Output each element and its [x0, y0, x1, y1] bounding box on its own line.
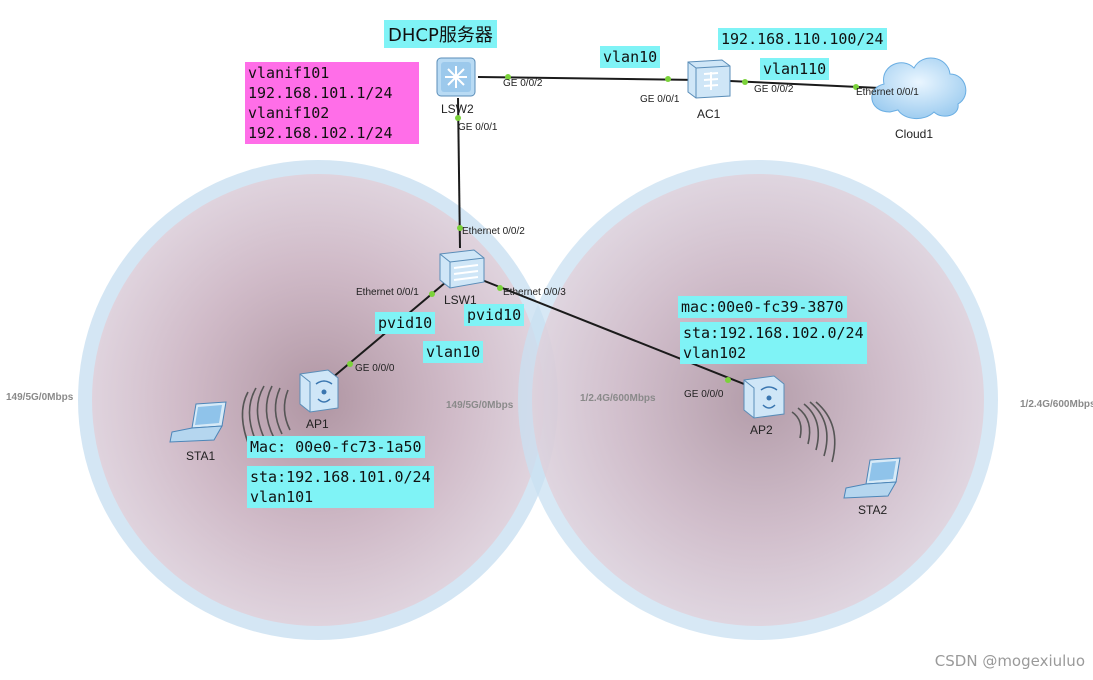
vlanif102-ip-text: 192.168.102.1/24 [248, 124, 393, 142]
sta1-label: STA1 [186, 449, 215, 463]
sta2-net-note: sta:192.168.102.0/24 vlan102 [680, 322, 867, 364]
port-dot [742, 79, 748, 85]
port-dot [429, 291, 435, 297]
sta2-label: STA2 [858, 503, 887, 517]
sta2-net-text: sta:192.168.102.0/24 [683, 324, 864, 342]
sta1-vlan-text: vlan101 [250, 488, 314, 506]
port-dot [505, 74, 511, 80]
ap2-mac-note: mac:00e0-fc39-3870 [678, 296, 847, 318]
coverage-label: 1/2.4G/600Mbps [580, 393, 656, 404]
port-label: Ethernet 0/0/1 [356, 287, 419, 298]
port-label: GE 0/0/2 [503, 78, 543, 89]
lsw1-label: LSW1 [444, 293, 477, 307]
port-label: GE 0/0/0 [355, 363, 395, 374]
ap1-mac-note: Mac: 00e0-fc73-1a50 [247, 436, 425, 458]
sta2-vlan-text: vlan102 [683, 344, 747, 362]
port-dot [725, 377, 731, 383]
vlanif-note: vlanif101 192.168.101.1/24 vlanif102 192… [245, 62, 419, 144]
ap2-wireless-waves-icon [791, 401, 836, 463]
port-label: Ethernet 0/0/3 [503, 287, 566, 298]
lsw2-switch-icon[interactable] [436, 57, 476, 97]
vlan110-note: vlan110 [760, 58, 830, 80]
port-dot [455, 115, 461, 121]
port-label: GE 0/0/2 [754, 84, 794, 95]
coverage-label: 1/2.4G/600Mbps [1020, 399, 1093, 410]
sta1-net-text: sta:192.168.101.0/24 [250, 468, 431, 486]
sta2-laptop-icon[interactable] [843, 457, 901, 499]
coverage-label: 149/5G/0Mbps [6, 392, 74, 403]
vlanif101-text: vlanif101 [248, 64, 330, 82]
port-label: Ethernet 0/0/1 [856, 87, 919, 98]
ac1-label: AC1 [697, 107, 721, 121]
sta1-net-note: sta:192.168.101.0/24 vlan101 [247, 466, 434, 508]
vlanif102-text: vlanif102 [248, 104, 330, 122]
pvid-right-note: pvid10 [464, 304, 525, 326]
port-dot [665, 76, 671, 82]
link-lsw1-ap2 [481, 279, 745, 385]
port-dot [853, 84, 859, 90]
dhcp-server-title: DHCP服务器 [384, 20, 497, 48]
ap2-access-point-icon[interactable] [743, 375, 785, 419]
ap1-label: AP1 [306, 417, 329, 431]
port-label: GE 0/0/1 [640, 94, 680, 105]
ap1-access-point-icon[interactable] [299, 369, 339, 413]
cloud1-label: Cloud1 [895, 127, 933, 141]
lsw2-label: LSW2 [441, 102, 474, 116]
port-dot [457, 225, 463, 231]
ac1-controller-icon[interactable] [687, 59, 731, 99]
port-label: GE 0/0/0 [684, 389, 724, 400]
coverage-label: 149/5G/0Mbps [446, 400, 514, 411]
vlan10-lower-note: vlan10 [423, 341, 484, 363]
cloud1-icon[interactable] [871, 57, 967, 119]
pvid-left-note: pvid10 [375, 312, 436, 334]
link-lsw2-lsw1 [457, 97, 461, 249]
port-label: Ethernet 0/0/2 [462, 226, 525, 237]
vlan10-note: vlan10 [600, 46, 661, 68]
sta1-laptop-icon[interactable] [169, 401, 227, 443]
port-label: GE 0/0/1 [458, 122, 498, 133]
link-lsw2-ac1 [477, 76, 701, 81]
port-dot [497, 285, 503, 291]
port-dot [347, 361, 353, 367]
lsw1-switch-icon[interactable] [439, 249, 485, 289]
vlanif101-ip-text: 192.168.101.1/24 [248, 84, 393, 102]
ap2-label: AP2 [750, 423, 773, 437]
cloud-ip-note: 192.168.110.100/24 [718, 28, 887, 50]
watermark: CSDN @mogexiuluo [934, 652, 1085, 670]
